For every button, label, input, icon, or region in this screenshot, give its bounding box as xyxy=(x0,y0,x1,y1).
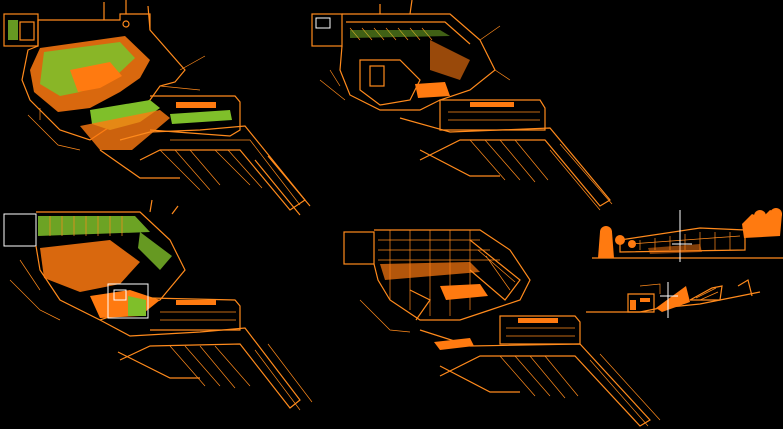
plan-upper-floor xyxy=(311,0,613,211)
plan-ground-floor xyxy=(3,0,311,216)
section xyxy=(586,279,761,318)
elevation xyxy=(592,208,783,262)
plan-roof xyxy=(343,229,661,427)
plan-level-1 xyxy=(3,199,313,411)
